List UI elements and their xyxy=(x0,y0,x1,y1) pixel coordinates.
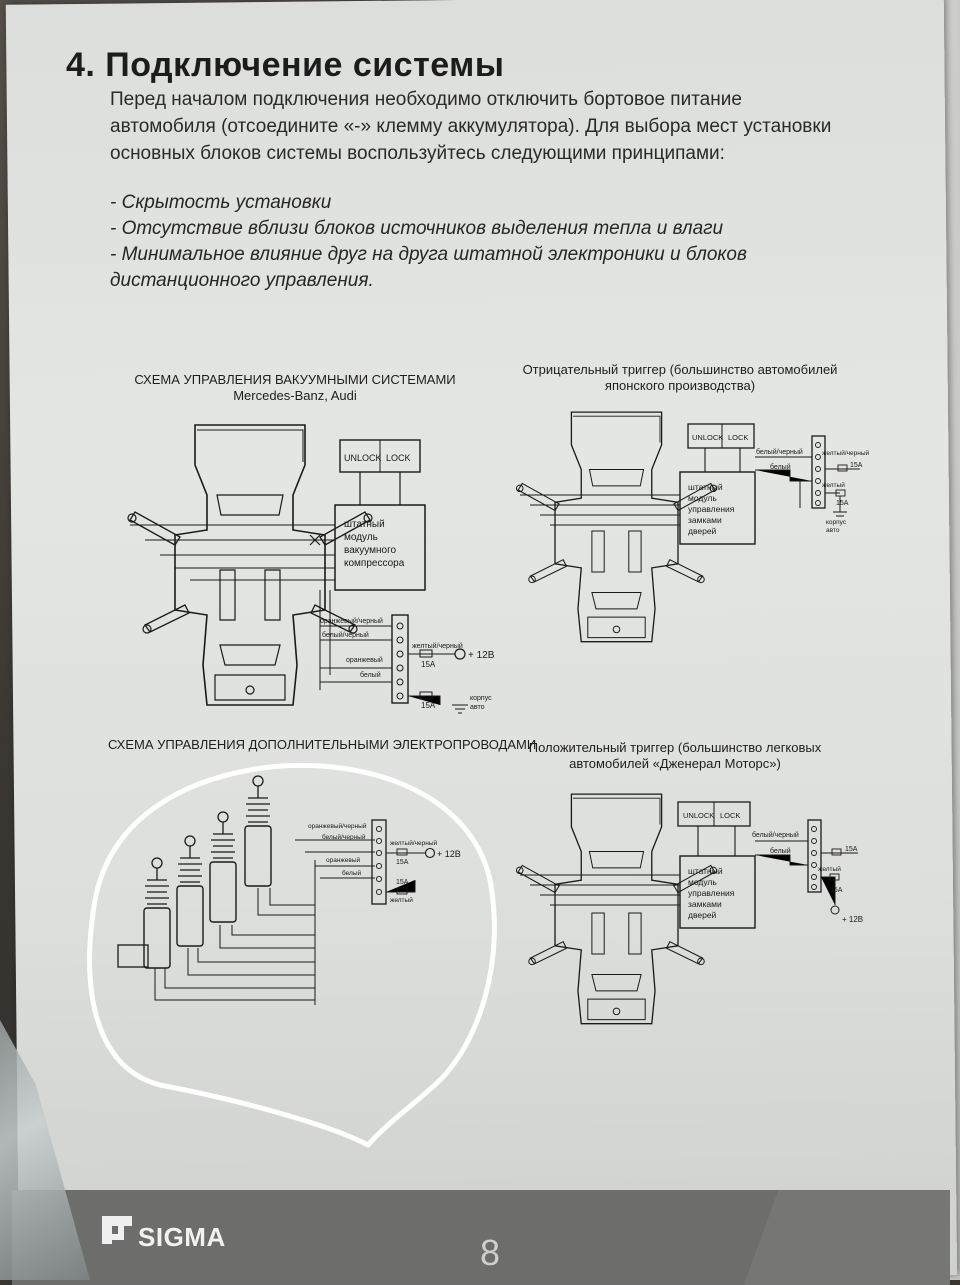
pos-fuse2-label: 15А xyxy=(830,887,843,894)
negative-trigger-caption: Отрицательный триггер (большинство автом… xyxy=(505,362,855,394)
neg-fuse1-label: 15А xyxy=(850,462,863,469)
actuator-3 xyxy=(209,811,237,923)
add-yellow-label: желтый xyxy=(390,896,413,904)
additional-wires-diagram: оранжевый/черный белый/черный оранжевый … xyxy=(87,762,497,1148)
lock-remote xyxy=(687,423,755,449)
page-footer xyxy=(12,1190,950,1285)
negative-trigger-diagram: UNLOCK LOCK штатный модуль управления за… xyxy=(515,411,870,643)
lock-label: LOCK xyxy=(728,433,748,442)
pos-yellow-label: желтый xyxy=(818,865,841,873)
vacuum-wire-labels: оранжевый/черный белый/черный оранжевый … xyxy=(320,617,385,679)
door-lock-module-box xyxy=(679,855,756,929)
vacuum-module-box xyxy=(334,504,426,591)
vacuum-diagram-caption: СХЕМА УПРАВЛЕНИЯ ВАКУУМНЫМИ СИСТЕМАМИ Me… xyxy=(120,372,470,404)
neg-fuse2-label: 15А xyxy=(836,500,849,507)
add-fuse1-label: 15А xyxy=(396,859,409,866)
pos-white-label: белый xyxy=(770,847,791,855)
vacuum-diagram-subtitle: Mercedes-Banz, Audi xyxy=(233,388,357,403)
page-number: 8 xyxy=(480,1232,501,1273)
principles-list: - Скрытость установки - Отсутствие вблиз… xyxy=(110,190,810,294)
section-title: 4. Подключение системы xyxy=(66,46,505,84)
add-plus12v-label: + 12В xyxy=(437,849,461,859)
neg-ground-label: корпус авто xyxy=(826,519,848,534)
vacuum-diagram: UNLOCK LOCK штатный модуль вакуумного ко… xyxy=(127,424,495,714)
pos-white-black-label: белый/черный xyxy=(752,831,799,839)
unlock-label: UNLOCK xyxy=(683,811,714,820)
connector-block xyxy=(391,614,409,704)
negative-trigger-title: Отрицательный триггер (большинство автом… xyxy=(522,362,838,377)
negative-trigger-subtitle: японского производства) xyxy=(604,378,756,393)
vacuum-yellow-black-label: желтый/черный xyxy=(412,642,463,650)
principle-item: - Минимальное влияние друг на друга штат… xyxy=(110,244,747,291)
additional-wires-caption: СХЕМА УПРАВЛЕНИЯ ДОПОЛНИТЕЛЬНЫМИ ЭЛЕКТРО… xyxy=(108,737,536,753)
actuator-4 xyxy=(244,775,272,887)
lock-label: LOCK xyxy=(386,453,411,463)
connector-block xyxy=(371,819,387,905)
additional-wires-title: СХЕМА УПРАВЛЕНИЯ ДОПОЛНИТЕЛЬНЫМИ ЭЛЕКТРО… xyxy=(108,737,537,752)
neg-white-black-label: белый/черный xyxy=(756,448,803,456)
neg-yellow-label: желтый xyxy=(822,481,845,489)
vacuum-fuse2-label: 15А xyxy=(421,701,436,710)
car-outline xyxy=(515,793,718,1025)
unlock-label: UNLOCK xyxy=(692,433,723,442)
brand-name: SIGMA xyxy=(138,1222,226,1252)
neg-yellow-black-label: желтый/черный xyxy=(822,449,870,457)
add-wire-labels: оранжевый/черный белый/черный оранжевый … xyxy=(308,822,368,877)
neg-white-label: белый xyxy=(770,463,791,471)
principle-item: - Скрытость установки xyxy=(110,192,332,213)
door-lock-module-box xyxy=(679,471,756,545)
lock-label: LOCK xyxy=(720,811,740,820)
vacuum-module-label: штатный модуль вакуумного компрессора xyxy=(344,519,405,569)
pos-plus12v-label: + 12В xyxy=(842,915,863,924)
positive-trigger-title: Положительный триггер (большинство легко… xyxy=(528,740,822,755)
intro-paragraph: Перед началом подключения необходимо отк… xyxy=(110,89,832,164)
add-fuse2-label: 15А xyxy=(396,879,409,886)
door-lock-module-label: штатный модуль управления замками дверей xyxy=(688,482,737,536)
car-outline xyxy=(515,411,718,643)
highlight-circle xyxy=(87,762,497,1148)
add-yellow-black-label: желтый/черный xyxy=(390,839,438,847)
sigma-logo-icon xyxy=(102,1216,132,1244)
actuator-2 xyxy=(176,835,204,947)
connector-block xyxy=(807,819,822,893)
vacuum-diagram-title: СХЕМА УПРАВЛЕНИЯ ВАКУУМНЫМИ СИСТЕМАМИ xyxy=(134,372,456,387)
connector-block xyxy=(811,435,826,509)
unlock-label: UNLOCK xyxy=(344,453,382,463)
vacuum-ground-label: корпус авто xyxy=(470,695,494,711)
positive-trigger-caption: Положительный триггер (большинство легко… xyxy=(515,740,835,772)
principle-item: - Отсутствие вблизи блоков источников вы… xyxy=(110,218,724,239)
vacuum-fuse1-label: 15А xyxy=(421,660,436,669)
positive-trigger-subtitle: автомобилей «Дженерал Моторс») xyxy=(569,756,781,771)
pos-fuse1-label: 15А xyxy=(845,846,858,853)
vacuum-plus12v-label: + 12В xyxy=(468,650,495,661)
door-lock-module-label: штатный модуль управления замками дверей xyxy=(688,866,737,920)
positive-trigger-diagram: UNLOCK LOCK штатный модуль управления за… xyxy=(515,793,863,1025)
